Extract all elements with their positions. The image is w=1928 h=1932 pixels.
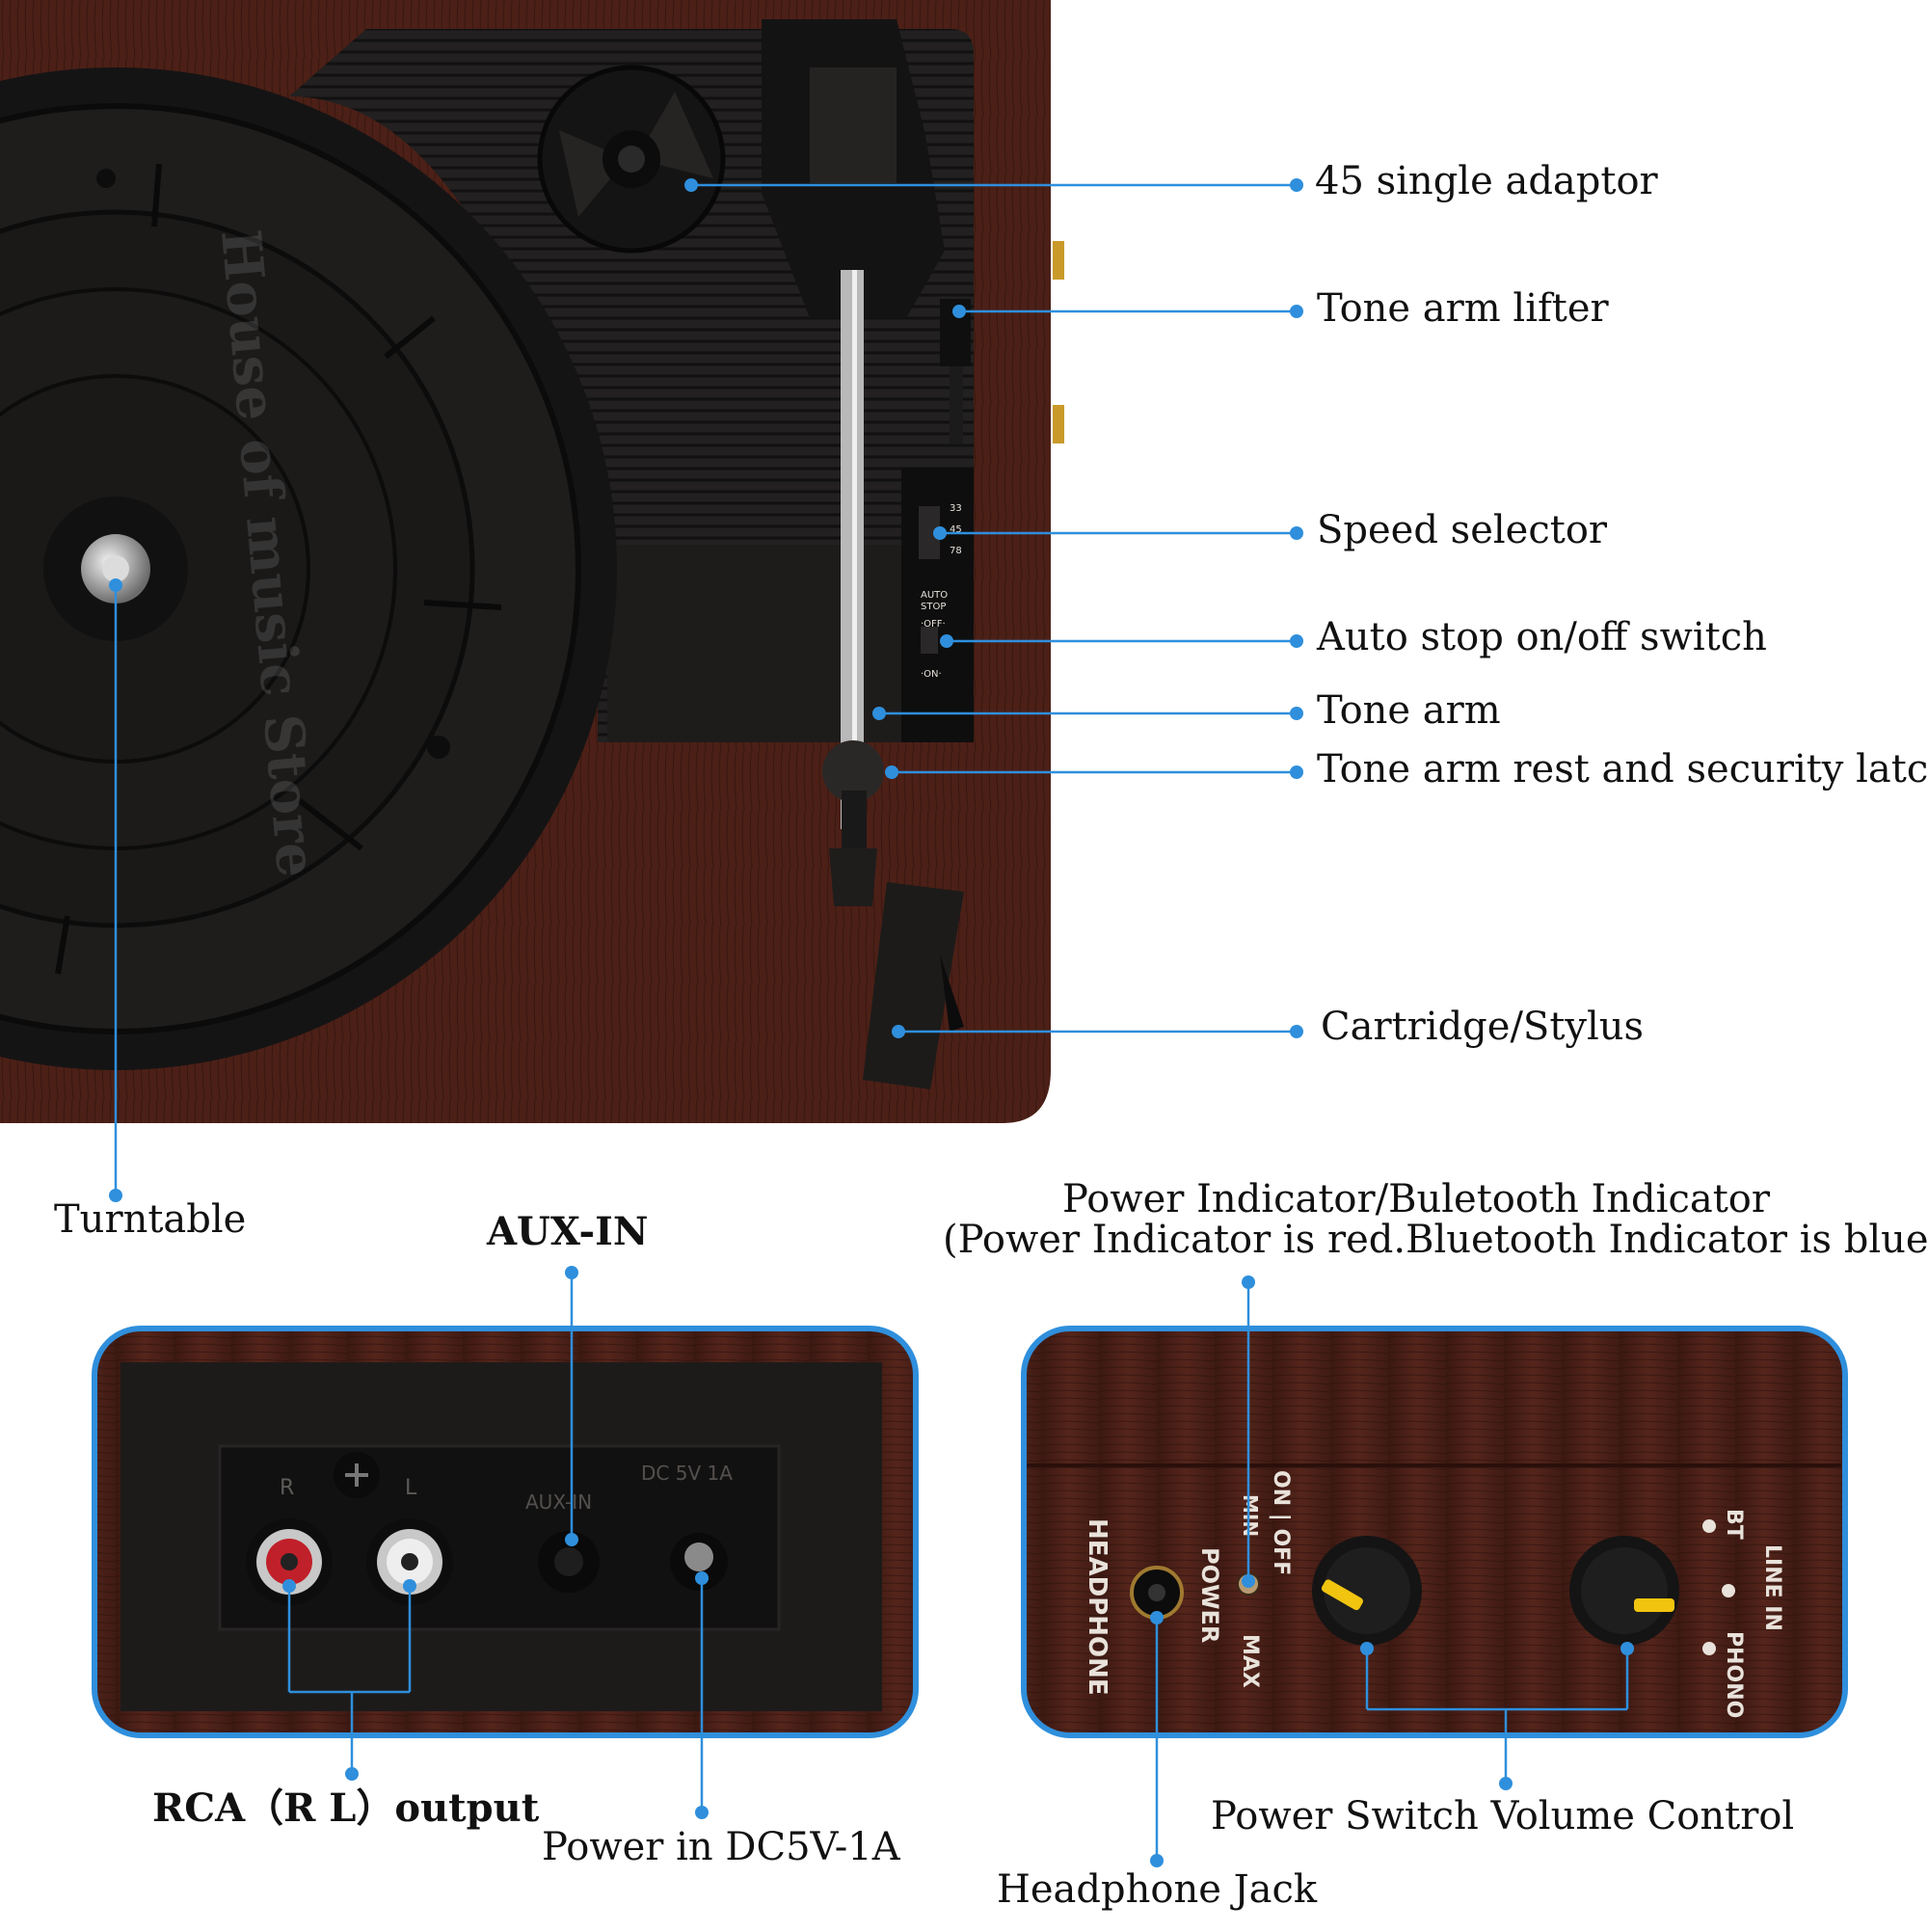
callout-cartridge-stylus: Cartridge/Stylus bbox=[1321, 1005, 1645, 1049]
speed-33-marking: 33 bbox=[950, 503, 962, 514]
callout-aux-in: AUX-IN bbox=[487, 1209, 649, 1254]
callout-dots bbox=[109, 178, 1634, 1867]
spindle bbox=[81, 534, 150, 604]
on-marking: ·ON· bbox=[921, 669, 942, 680]
callout-indicator-note: (Power Indicator is red.Bluetooth Indica… bbox=[943, 1218, 1928, 1262]
callout-tone-arm-lifter: Tone arm lifter bbox=[1317, 286, 1609, 331]
stop-marking: STOP bbox=[921, 602, 946, 612]
off-marking: ·OFF· bbox=[921, 619, 946, 630]
callout-45-single-adaptor: 45 single adaptor bbox=[1315, 159, 1658, 203]
front-panel: HEADPHONE POWER ON | OFF MIN MAX BT LINE… bbox=[1021, 1326, 1848, 1738]
auto-marking: AUTO bbox=[921, 590, 948, 601]
side-hinges bbox=[1053, 241, 1064, 443]
aux-in-jack bbox=[538, 1531, 600, 1593]
bt-marking: BT bbox=[1722, 1509, 1746, 1540]
phono-marking: PHONO bbox=[1722, 1631, 1746, 1718]
speed-78-marking: 78 bbox=[950, 546, 962, 556]
callout-tone-arm: Tone arm bbox=[1317, 688, 1501, 733]
45-adaptor bbox=[537, 65, 726, 254]
min-marking: MIN bbox=[1239, 1494, 1262, 1537]
rca-l-jack bbox=[366, 1518, 453, 1605]
callout-auto-stop-switch: Auto stop on/off switch bbox=[1317, 615, 1767, 659]
callout-power-volume-control: Power Switch Volume Control bbox=[1211, 1794, 1795, 1838]
rca-l-marking: L bbox=[405, 1476, 417, 1500]
rca-r-jack bbox=[246, 1518, 333, 1605]
callout-rca-output: RCA（R L）output bbox=[152, 1785, 540, 1831]
line-in-marking: LINE IN bbox=[1760, 1544, 1784, 1631]
max-marking: MAX bbox=[1238, 1634, 1262, 1688]
headphone-jack bbox=[1130, 1566, 1184, 1620]
dc-marking: DC 5V 1A bbox=[641, 1462, 733, 1485]
speed-45-marking: 45 bbox=[950, 524, 962, 535]
rca-r-marking: R bbox=[280, 1476, 294, 1500]
callout-tone-arm-rest: Tone arm rest and security latch bbox=[1317, 747, 1928, 792]
dc-power-jack bbox=[670, 1533, 728, 1591]
aux-in-marking: AUX-IN bbox=[525, 1490, 592, 1514]
callout-power-in: Power in DC5V-1A bbox=[542, 1825, 900, 1869]
callout-turntable: Turntable bbox=[54, 1197, 247, 1242]
callout-leader-lines bbox=[114, 183, 1629, 1861]
speed-selector-panel: 33 45 78 AUTO STOP ·OFF· ·ON· bbox=[901, 468, 974, 742]
power-volume-knob bbox=[1312, 1536, 1422, 1646]
tone-arm-assembly bbox=[762, 19, 964, 1089]
rear-panel: R L AUX-IN DC 5V 1A bbox=[92, 1326, 919, 1738]
callout-indicator-title: Power Indicator/Buletooth Indicator bbox=[1062, 1177, 1770, 1221]
input-selector-knob bbox=[1569, 1536, 1679, 1646]
on-off-marking: ON | OFF bbox=[1269, 1470, 1293, 1575]
callout-headphone-jack: Headphone Jack bbox=[997, 1867, 1318, 1912]
callout-speed-selector: Speed selector bbox=[1317, 508, 1608, 552]
power-marking: POWER bbox=[1196, 1547, 1223, 1643]
headphone-marking: HEADPHONE bbox=[1083, 1518, 1111, 1696]
